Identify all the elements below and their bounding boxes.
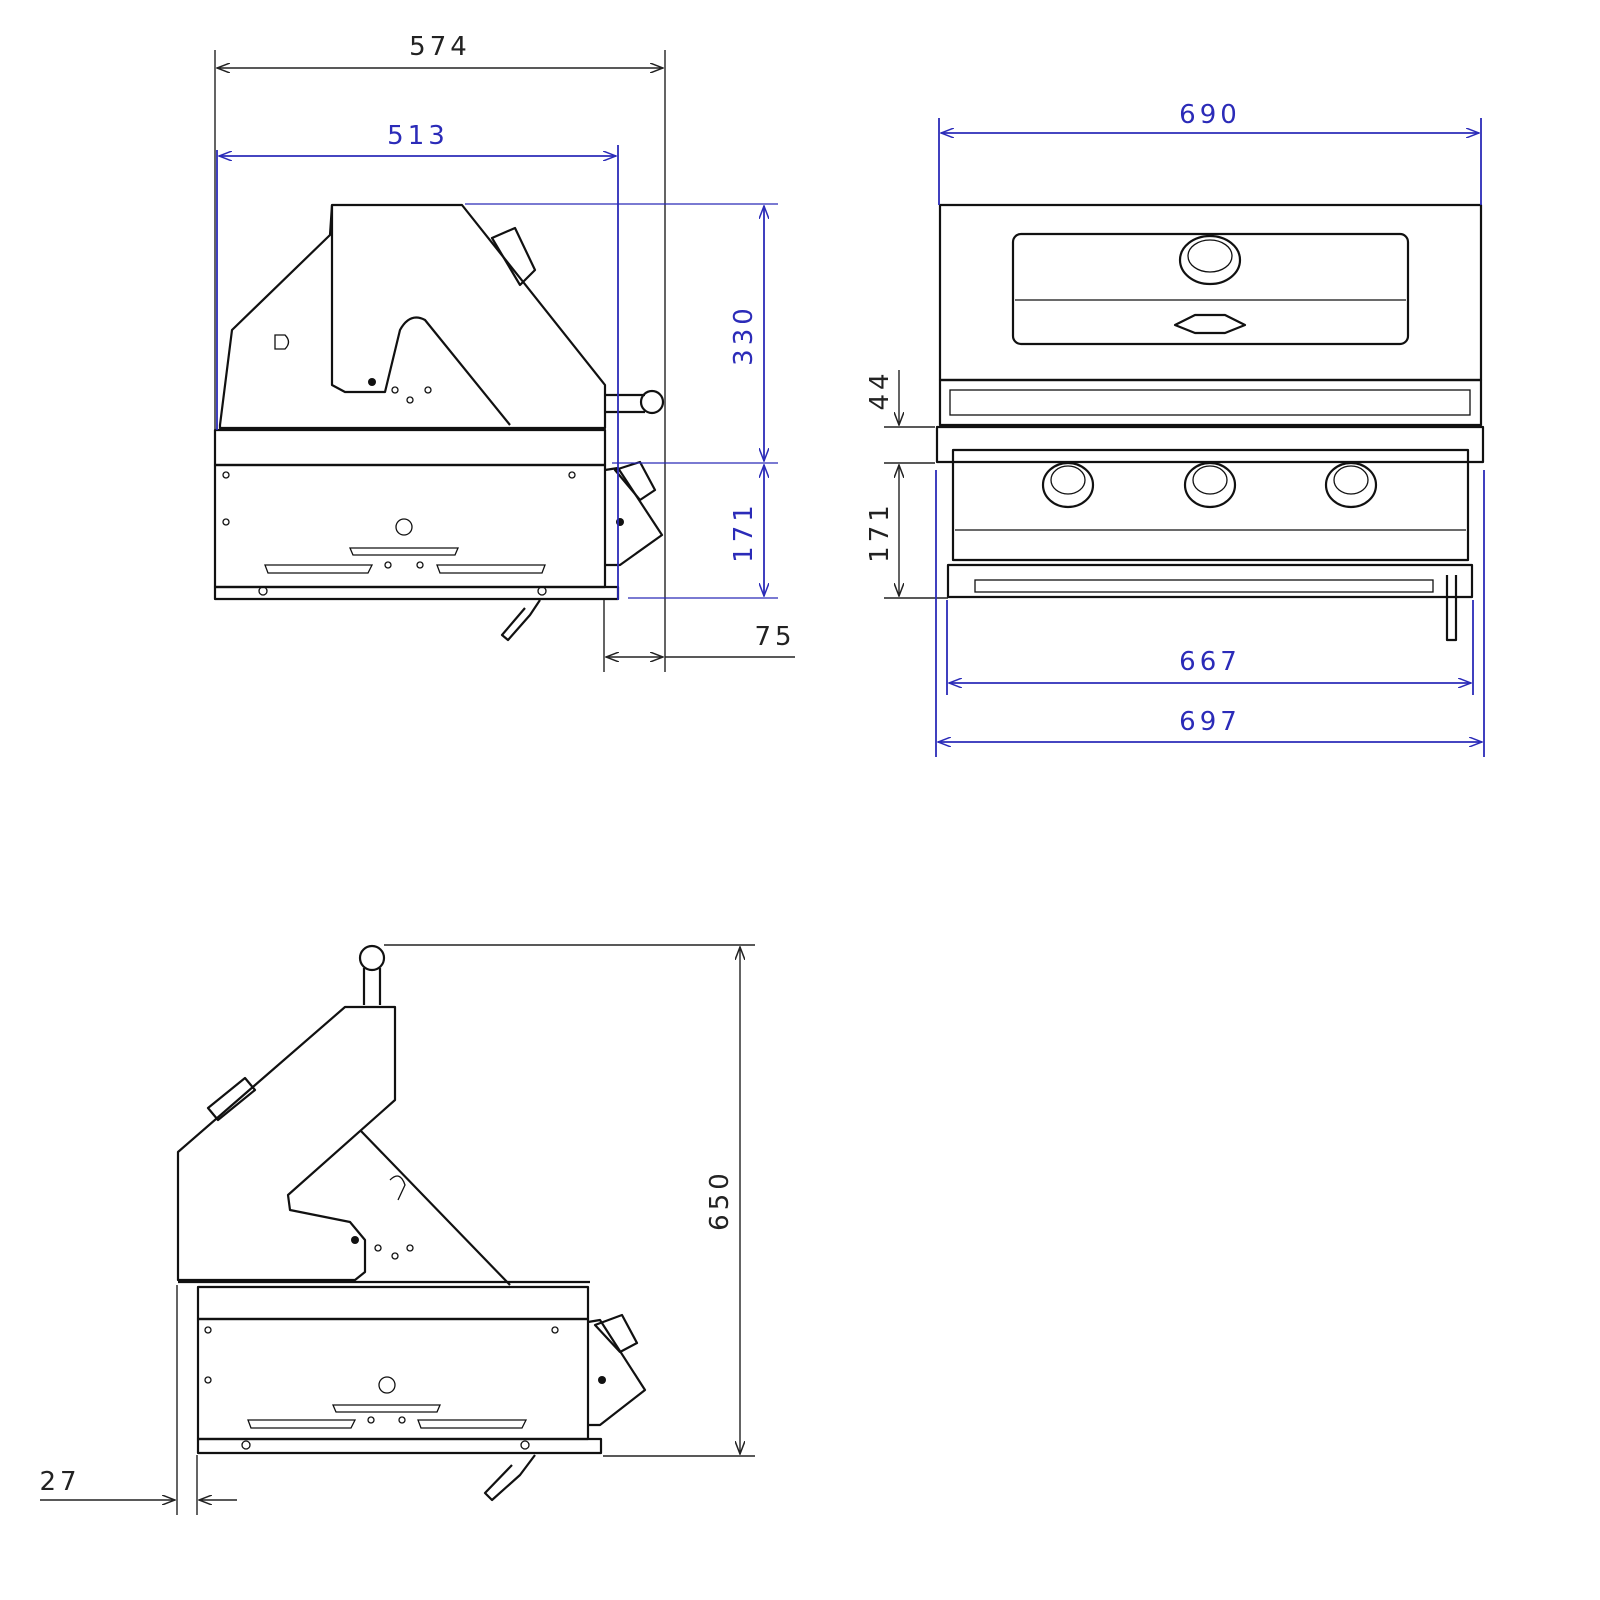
gas-hose xyxy=(1445,575,1458,642)
dim-label-171-side: 171 xyxy=(729,501,759,563)
handle-knob xyxy=(358,944,386,972)
hood-open xyxy=(176,1005,397,1282)
handle-knob xyxy=(639,389,665,415)
thermometer xyxy=(1178,234,1242,286)
dim-label-513: 513 xyxy=(387,121,449,151)
side-view-closed: 574 513 330 171 75 xyxy=(213,32,795,672)
hood-side-panel xyxy=(330,205,511,426)
dim-label-330: 330 xyxy=(729,304,759,366)
hood-latch xyxy=(274,334,290,350)
handle-bar xyxy=(605,393,645,414)
control-panel-top xyxy=(935,425,1485,464)
base-rail xyxy=(196,1437,603,1455)
firebox-lip xyxy=(196,1285,590,1321)
dim-label-650: 650 xyxy=(705,1169,735,1231)
dim-label-171-front: 171 xyxy=(865,501,895,563)
control-panel xyxy=(604,466,664,567)
dim-label-75: 75 xyxy=(754,622,795,652)
control-knobs xyxy=(1041,461,1378,509)
dim-label-44: 44 xyxy=(865,369,895,410)
gas-hose xyxy=(483,1454,536,1502)
control-panel xyxy=(587,1318,647,1427)
temperature-gauge xyxy=(206,1076,257,1122)
base-tray xyxy=(946,563,1474,599)
front-view: 690 44 171 667 697 xyxy=(865,100,1485,757)
base-rail xyxy=(213,585,620,601)
hood-window-panel xyxy=(1011,232,1410,346)
control-knob xyxy=(593,1313,639,1354)
hood-outline xyxy=(218,203,607,430)
lid-lip xyxy=(938,378,1483,427)
dim-label-690: 690 xyxy=(1179,100,1241,130)
control-knob xyxy=(1041,461,1095,509)
dim-label-574: 574 xyxy=(409,32,471,62)
firebox-body xyxy=(213,463,607,589)
handle-bar xyxy=(362,968,382,1005)
control-knob xyxy=(613,460,657,502)
hood-front xyxy=(938,203,1483,382)
control-panel xyxy=(951,448,1470,562)
dim-label-667: 667 xyxy=(1179,647,1241,677)
side-view-open: 650 27 xyxy=(39,944,755,1515)
control-knob xyxy=(1324,461,1378,509)
gas-hose xyxy=(500,599,541,642)
control-knob xyxy=(1183,461,1237,509)
firebox-lip xyxy=(213,428,607,467)
brand-badge xyxy=(1173,313,1247,335)
dim-label-697: 697 xyxy=(1179,707,1241,737)
dim-label-27: 27 xyxy=(39,1467,80,1497)
firebox-edge xyxy=(359,1129,511,1286)
temperature-gauge xyxy=(490,226,537,287)
